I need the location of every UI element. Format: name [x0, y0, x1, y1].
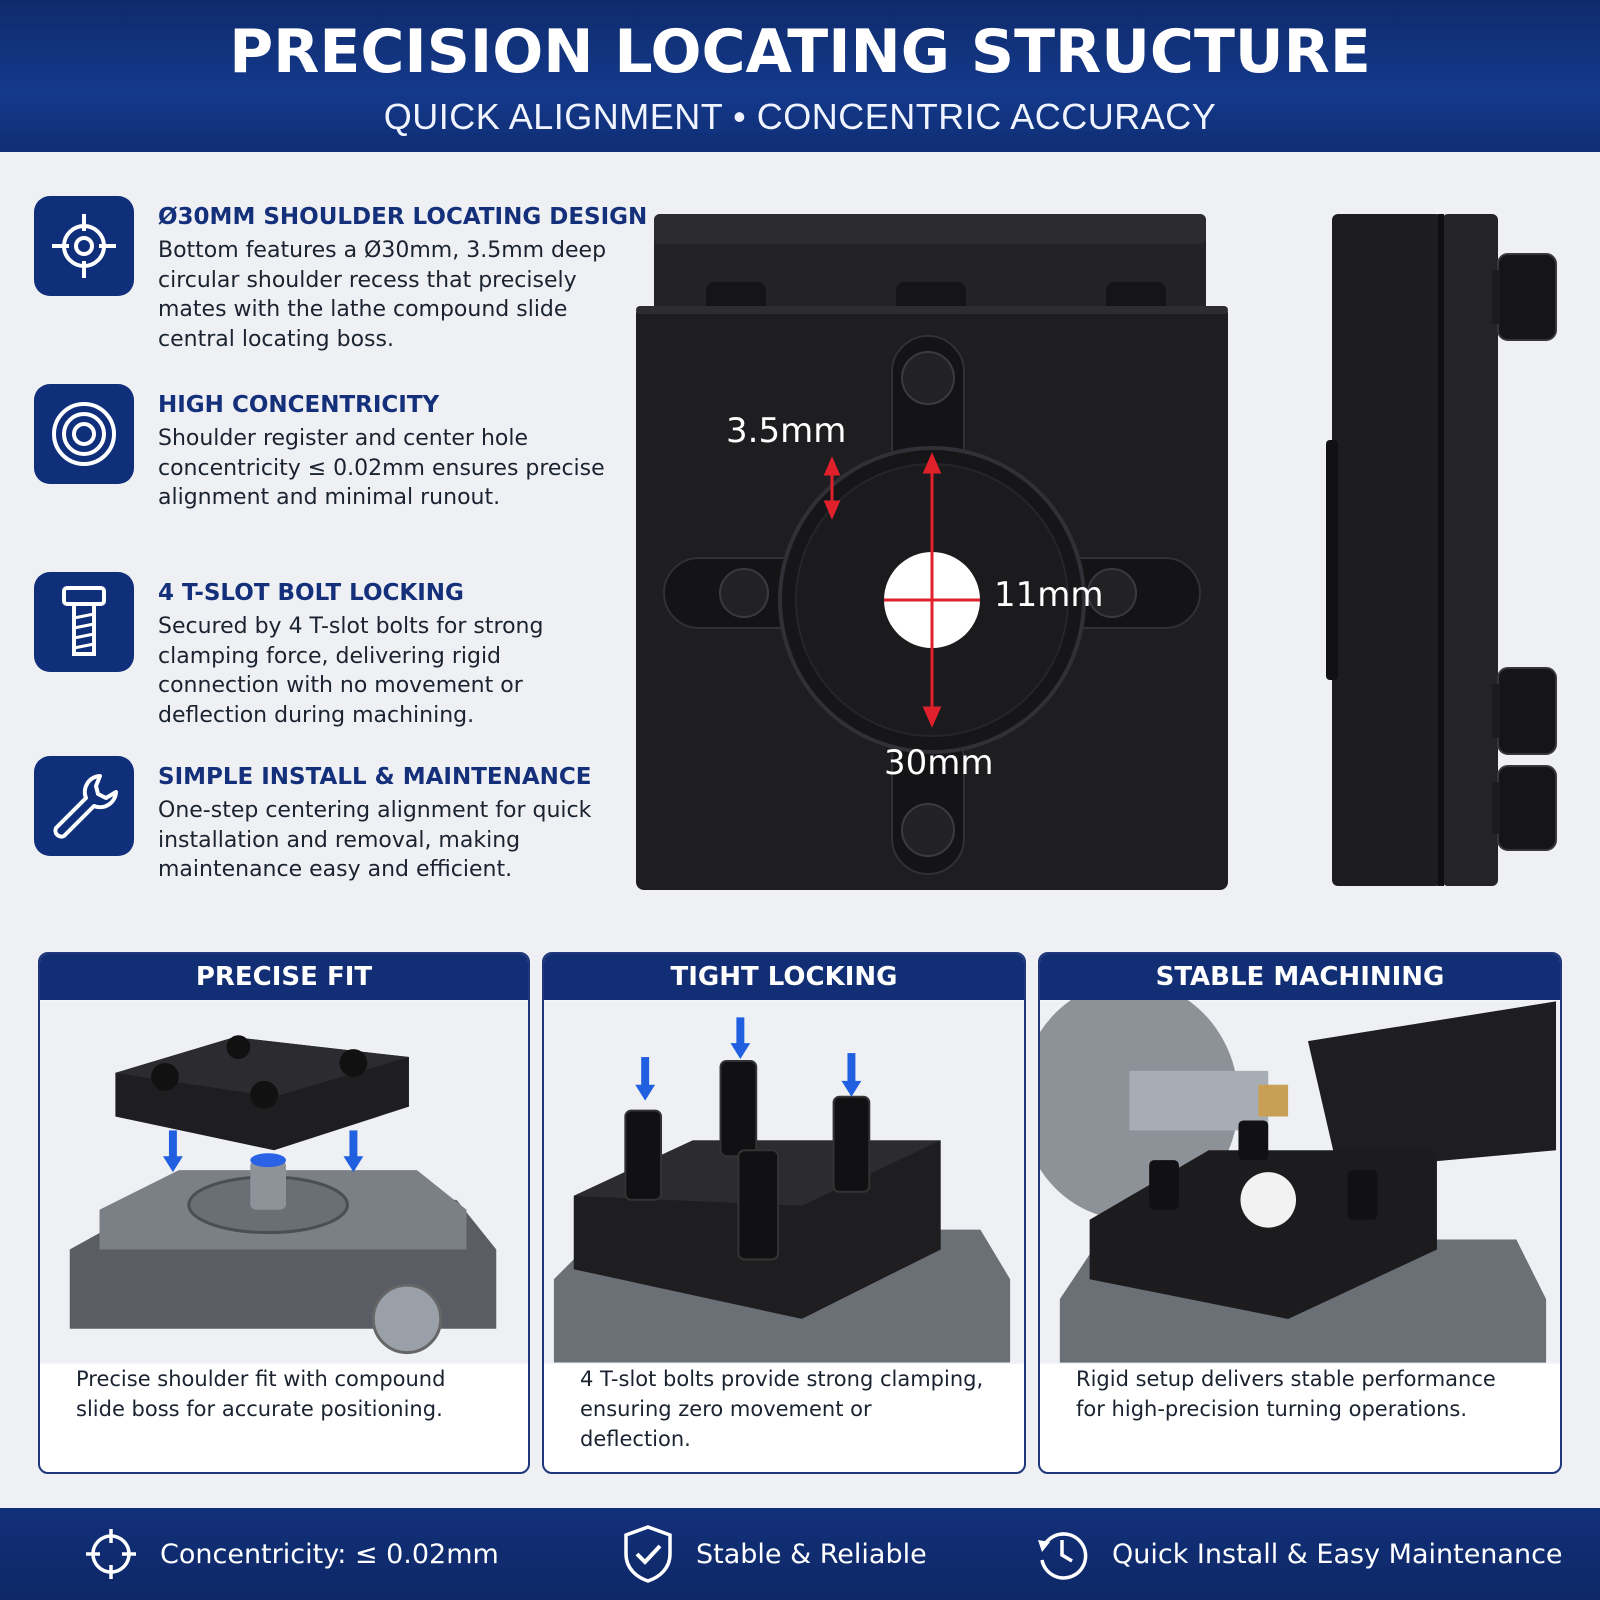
panel-tight-locking: TIGHT LOCKING 4 T-slot bolts provide str… — [542, 952, 1026, 1474]
clock-refresh-icon — [1038, 1532, 1088, 1580]
panel-precise-fit: PRECISE FIT Precise shoulder fit with co… — [38, 952, 530, 1474]
shield-check-icon — [624, 1525, 672, 1583]
panel-stable-machining: STABLE MACHINING Rigid setup delivers st… — [1038, 952, 1562, 1474]
footer-item-label: Concentricity: ≤ 0.02mm — [160, 1538, 499, 1570]
side-bolt-nut-middle — [1497, 667, 1557, 755]
footer-item-label: Quick Install & Easy Maintenance — [1112, 1538, 1563, 1570]
product-front-view: 3.5mm 11mm 30mm — [636, 214, 1228, 890]
bolt-icon — [34, 572, 134, 672]
tight-locking-illustration — [544, 1000, 1024, 1364]
side-bolt-nut-top — [1497, 253, 1557, 341]
wrench-icon — [34, 756, 134, 856]
precise-fit-illustration — [40, 1000, 528, 1364]
feature-description: One-step centering alignment for quick i… — [158, 798, 592, 882]
feature-description: Secured by 4 T-slot bolts for strong cla… — [158, 614, 544, 728]
feature-description: Bottom features a Ø30mm, 3.5mm deep circ… — [158, 238, 607, 352]
feature-title: HIGH CONCENTRICITY — [158, 392, 440, 418]
panel-title: PRECISE FIT — [40, 954, 528, 1000]
stable-machining-illustration — [1040, 1000, 1560, 1364]
dimension-diameter-label: 30mm — [884, 743, 994, 783]
panel-caption: Precise shoulder fit with compound slide… — [76, 1367, 446, 1421]
dimension-hole-label: 11mm — [994, 575, 1104, 615]
panel-caption: Rigid setup delivers stable performance … — [1076, 1367, 1496, 1421]
page-subtitle: QUICK ALIGNMENT • CONCENTRIC ACCURACY — [383, 96, 1217, 137]
product-side-view — [1326, 214, 1557, 886]
concentric-circles-icon — [34, 384, 134, 484]
side-bolt-nut-bottom — [1497, 765, 1557, 851]
panel-title: TIGHT LOCKING — [544, 954, 1024, 1000]
panel-caption: 4 T-slot bolts provide strong clamping, … — [580, 1367, 984, 1451]
crosshair-target-icon — [34, 196, 134, 296]
footer-item-stable: Stable & Reliable — [622, 1508, 927, 1600]
feature-title: 4 T-SLOT BOLT LOCKING — [158, 580, 464, 606]
panel-title: STABLE MACHINING — [1040, 954, 1560, 1000]
dimension-depth-label: 3.5mm — [726, 411, 846, 451]
footer-banner: Concentricity: ≤ 0.02mm Stable & Reliabl… — [0, 1508, 1600, 1600]
footer-item-concentricity: Concentricity: ≤ 0.02mm — [84, 1508, 499, 1600]
header-banner: PRECISION LOCATING STRUCTURE QUICK ALIGN… — [0, 0, 1600, 152]
footer-item-label: Stable & Reliable — [696, 1538, 927, 1570]
crosshair-icon — [86, 1529, 136, 1579]
feature-title: SIMPLE INSTALL & MAINTENANCE — [158, 764, 592, 790]
page-title: PRECISION LOCATING STRUCTURE — [229, 17, 1371, 87]
feature-panels: PRECISE FIT Precise shoulder fit with co… — [38, 952, 1562, 1474]
feature-description: Shoulder register and center hole concen… — [158, 426, 605, 510]
footer-item-quick-install: Quick Install & Easy Maintenance — [1034, 1508, 1563, 1600]
feature-title: Ø30MM SHOULDER LOCATING DESIGN — [158, 204, 648, 230]
